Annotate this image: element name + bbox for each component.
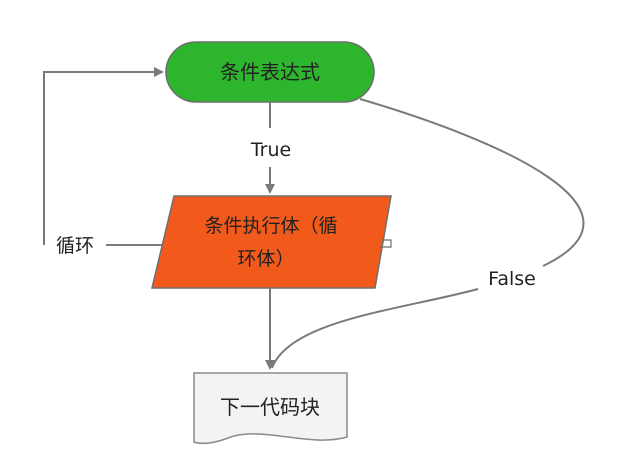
next-label: 下一代码块 bbox=[220, 395, 320, 419]
body-node-tab bbox=[379, 239, 392, 248]
condition-label: 条件表达式 bbox=[220, 60, 320, 84]
loop-label: 循环 bbox=[56, 235, 94, 257]
loop-connector-back bbox=[43, 67, 164, 245]
body-label-line1: 条件执行体（循 bbox=[204, 215, 337, 237]
false-connector-bottom bbox=[271, 288, 479, 369]
false-connector-top bbox=[359, 98, 585, 267]
false-label: False bbox=[488, 268, 536, 290]
next-node bbox=[193, 372, 348, 445]
true-label: True bbox=[250, 139, 291, 161]
body-node bbox=[151, 195, 392, 289]
body-label-line2: 环体） bbox=[237, 248, 294, 270]
